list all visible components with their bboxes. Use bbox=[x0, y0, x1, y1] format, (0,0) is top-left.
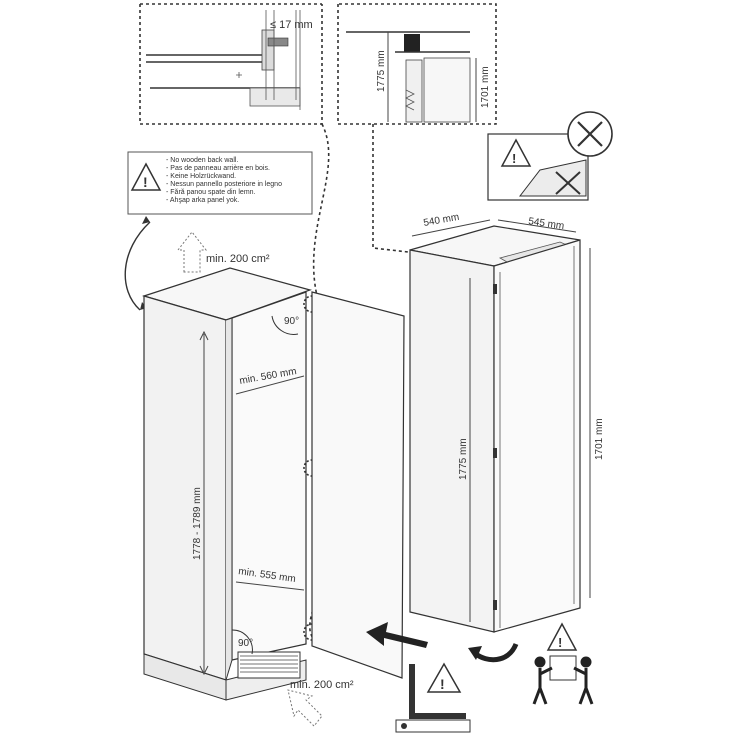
svg-text:!: ! bbox=[512, 151, 516, 166]
warning-icon bbox=[546, 622, 578, 651]
warning-line: - Ahşap arka panel yok. bbox=[166, 197, 239, 204]
svg-text:!: ! bbox=[143, 174, 148, 190]
warning-line: - Pas de panneau arrière en bois. bbox=[166, 165, 270, 172]
two-person-warning: ! bbox=[532, 622, 594, 705]
detail-top-left-dim: ≤ 17 mm bbox=[270, 19, 313, 31]
detail-top-left: ≤ 17 mm bbox=[139, 3, 323, 125]
svg-text:!: ! bbox=[558, 635, 562, 650]
warning-line: - Nessun pannello posteriore in legno bbox=[166, 181, 282, 188]
detail-dim-1775: 1775 mm bbox=[376, 50, 387, 92]
niche-cabinet bbox=[141, 267, 312, 701]
warning-line: - Keine Holzrückwand. bbox=[166, 173, 236, 180]
appliance-height-outer: 1701 mm bbox=[594, 418, 605, 460]
insert-arrow bbox=[366, 622, 519, 663]
warning-line: - Fără panou spate din lemn. bbox=[166, 189, 256, 196]
niche-angle-bottom: 90° bbox=[238, 638, 253, 649]
bottom-warning-level: ! bbox=[395, 662, 471, 733]
detail-top-right: 1775 mm 1701 mm bbox=[337, 3, 497, 125]
detail-dim-1701: 1701 mm bbox=[480, 66, 491, 108]
warning-icon bbox=[500, 138, 532, 167]
no-tilt-warning: ! bbox=[487, 111, 613, 201]
warning-box: ! - No wooden back wall. - Pas de pannea… bbox=[127, 151, 313, 215]
niche-vent-bottom: min. 200 cm² bbox=[290, 679, 354, 691]
appliance-depth: 540 mm bbox=[423, 212, 460, 229]
warning-icon: ! bbox=[130, 162, 162, 191]
niche-vent-top: min. 200 cm² bbox=[206, 253, 270, 265]
appliance bbox=[409, 219, 591, 633]
person-icon bbox=[532, 656, 553, 705]
appliance-height-inner: 1775 mm bbox=[458, 438, 469, 480]
warning-line: - No wooden back wall. bbox=[166, 157, 238, 164]
appliance-width: 545 mm bbox=[528, 216, 565, 232]
niche-angle-top: 90° bbox=[284, 316, 299, 327]
niche-door bbox=[311, 291, 405, 679]
svg-text:!: ! bbox=[440, 676, 445, 692]
vent-top-arrow bbox=[176, 231, 208, 273]
niche-height: 1778 - 1789 mm bbox=[192, 487, 203, 560]
warning-icon bbox=[426, 662, 462, 693]
curved-arrow bbox=[124, 221, 151, 311]
person-icon bbox=[573, 656, 594, 705]
vent-bottom-arrow bbox=[287, 689, 323, 727]
